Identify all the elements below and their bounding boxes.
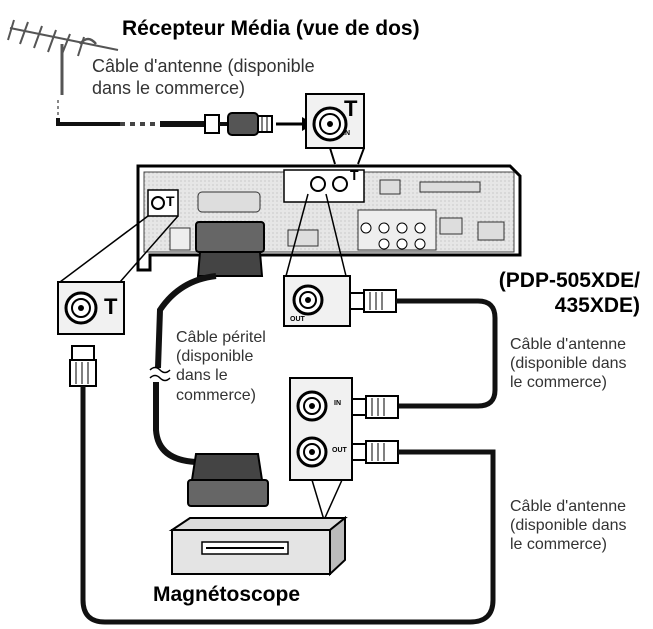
antenna-cable-label-bottom: Câble d'antenne (disponible dans le comm…	[510, 498, 627, 554]
antenna-icon	[7, 19, 119, 118]
scart-cable-label: Câble péritel (disponible dans le commer…	[176, 329, 266, 404]
receiver-antenna-zoom	[57, 215, 179, 335]
antenna-symbol-receiver-out: T	[350, 167, 359, 183]
antenna-cable-label-middle: Câble d'antenne (disponible dans le comm…	[510, 336, 627, 392]
antenna-cable-right-top	[349, 289, 498, 419]
antenna-symbol-left: T	[104, 294, 118, 319]
vcr-icon	[168, 515, 348, 577]
antenna-cable-left	[69, 345, 496, 625]
antenna-cable-top	[56, 112, 314, 136]
antenna-cable-right-bottom	[351, 440, 470, 464]
antenna-in-zoom	[305, 93, 365, 165]
port-label-in-vcr: IN	[334, 400, 341, 407]
port-label-out-receiver: OUT	[290, 316, 305, 323]
port-label-in-top: IN	[343, 130, 350, 137]
port-label-out-vcr: OUT	[332, 447, 347, 454]
vcr-label: Magnétoscope	[153, 583, 301, 606]
vcr-ports-zoom	[289, 377, 353, 521]
antenna-symbol-top: T	[344, 96, 358, 121]
model-label: (PDP-505XDE/ 435XDE)	[498, 269, 640, 318]
receiver-out-zoom	[283, 193, 351, 327]
receiver-title: Récepteur Média (vue de dos)	[122, 17, 420, 40]
media-receiver-back-panel	[136, 164, 522, 272]
scart-cable	[149, 221, 269, 507]
antenna-symbol-panel: T	[166, 193, 175, 209]
antenna-cable-label-top: Câble d'antenne (disponible dans le comm…	[92, 56, 315, 98]
